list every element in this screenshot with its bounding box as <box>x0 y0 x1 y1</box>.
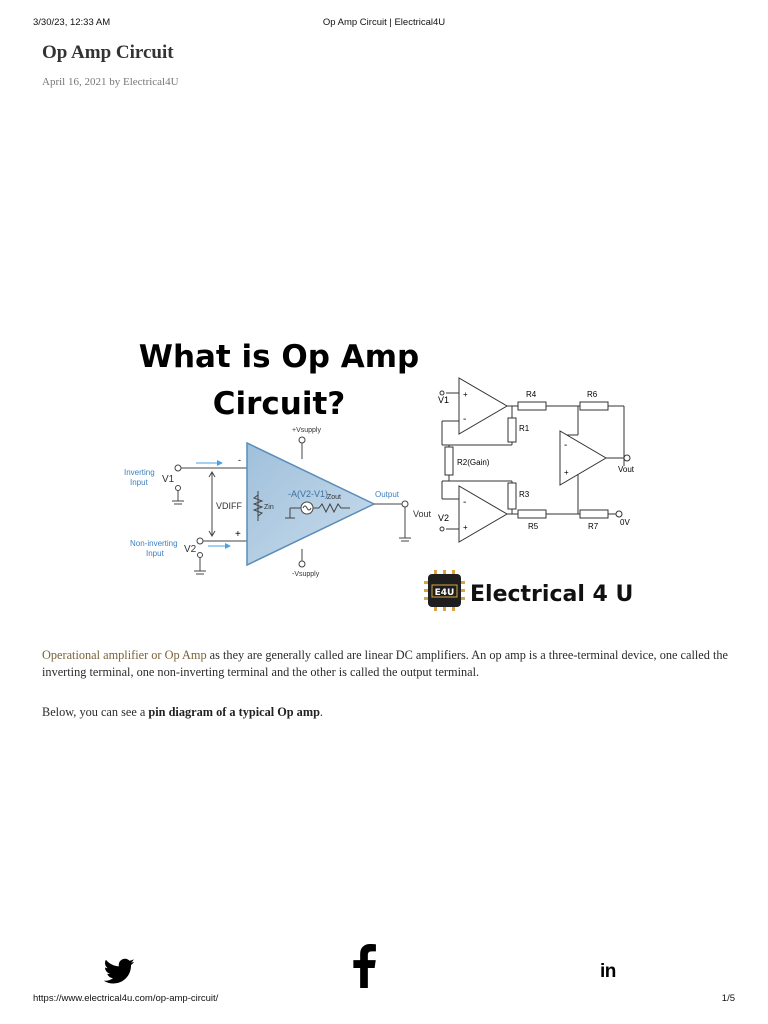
amp1-plus: + <box>463 390 468 399</box>
zout-label: Zout <box>327 494 341 501</box>
hero-image: What is Op Amp Circuit? Inverting Input … <box>112 323 658 623</box>
article-title: Op Amp Circuit <box>42 42 174 63</box>
op-amp-link[interactable]: Operational amplifier or Op Amp <box>42 648 207 662</box>
print-url: https://www.electrical4u.com/op-amp-circ… <box>33 993 219 1004</box>
vsupply-neg-label: -Vsupply <box>292 571 320 578</box>
pin-diagram-paragraph: Below, you can see a pin diagram of a ty… <box>42 704 732 721</box>
r6-label: R6 <box>587 390 598 399</box>
v2-label: V2 <box>184 544 197 555</box>
instrumentation-amp-diagram: + - V1 R4 R6 R1 R2(Gain) <box>438 377 635 543</box>
v1-label: V1 <box>162 474 175 485</box>
article-meta: April 16, 2021 by Electrical4U <box>42 76 179 88</box>
r7-label: R7 <box>588 522 599 531</box>
noninverting-input-label-2: Input <box>146 549 165 558</box>
output-label: Output <box>375 490 400 499</box>
zin-label: Zin <box>264 504 274 511</box>
e4u-logo-text: E4U <box>435 588 455 598</box>
vout-label-left: Vout <box>413 509 432 519</box>
r2-label: R2(Gain) <box>457 458 490 467</box>
vsupply-pos-label: +Vsupply <box>292 427 321 434</box>
gain-expression: -A(V2-V1) <box>288 489 328 499</box>
amp2-minus: - <box>463 497 466 508</box>
brand-name: Electrical 4 U <box>470 582 633 607</box>
intro-paragraph: Operational amplifier or Op Amp as they … <box>42 647 732 681</box>
rc-v1-label: V1 <box>438 395 449 405</box>
twitter-icon[interactable] <box>104 958 135 985</box>
r3-label: R3 <box>519 490 530 499</box>
e4u-logo: E4U <box>424 570 465 611</box>
intro-text: as they are generally called are linear … <box>42 648 728 679</box>
inv-minus-sign: - <box>238 455 241 465</box>
vdiff-label: VDIFF <box>216 501 243 511</box>
linkedin-icon[interactable]: in <box>600 961 616 982</box>
r1-label: R1 <box>519 424 530 433</box>
pin-diagram-text-before: Below, you can see a <box>42 705 149 719</box>
pin-diagram-text-after: . <box>319 705 323 719</box>
facebook-icon[interactable] <box>350 944 378 988</box>
pin-diagram-bold: pin diagram of a typical Op amp <box>148 705 320 719</box>
amp2-plus: + <box>463 523 468 532</box>
print-datetime: 3/30/23, 12:33 AM <box>33 17 111 28</box>
r4-label: R4 <box>526 390 537 399</box>
amp3-plus: + <box>564 468 569 477</box>
noninv-plus-sign: + <box>235 529 241 540</box>
hero-title-line-1: What is Op Amp <box>139 339 419 375</box>
print-page-number: 1/5 <box>721 993 735 1004</box>
zero-volt-label: 0V <box>620 518 630 527</box>
inverting-input-label: Inverting <box>124 468 155 477</box>
rc-v2-label: V2 <box>438 513 449 523</box>
noninverting-input-label: Non-inverting <box>130 539 178 548</box>
hero-title-line-2: Circuit? <box>213 386 346 422</box>
print-page-title: Op Amp Circuit | Electrical4U <box>322 17 446 28</box>
amp3-minus: - <box>564 440 567 451</box>
opamp-model-diagram: Inverting Input V1 - Non-inverting Input… <box>124 427 432 578</box>
inverting-input-label-2: Input <box>130 478 149 487</box>
amp1-minus: - <box>463 414 466 425</box>
rc-vout-label: Vout <box>618 465 635 474</box>
r5-label: R5 <box>528 522 539 531</box>
